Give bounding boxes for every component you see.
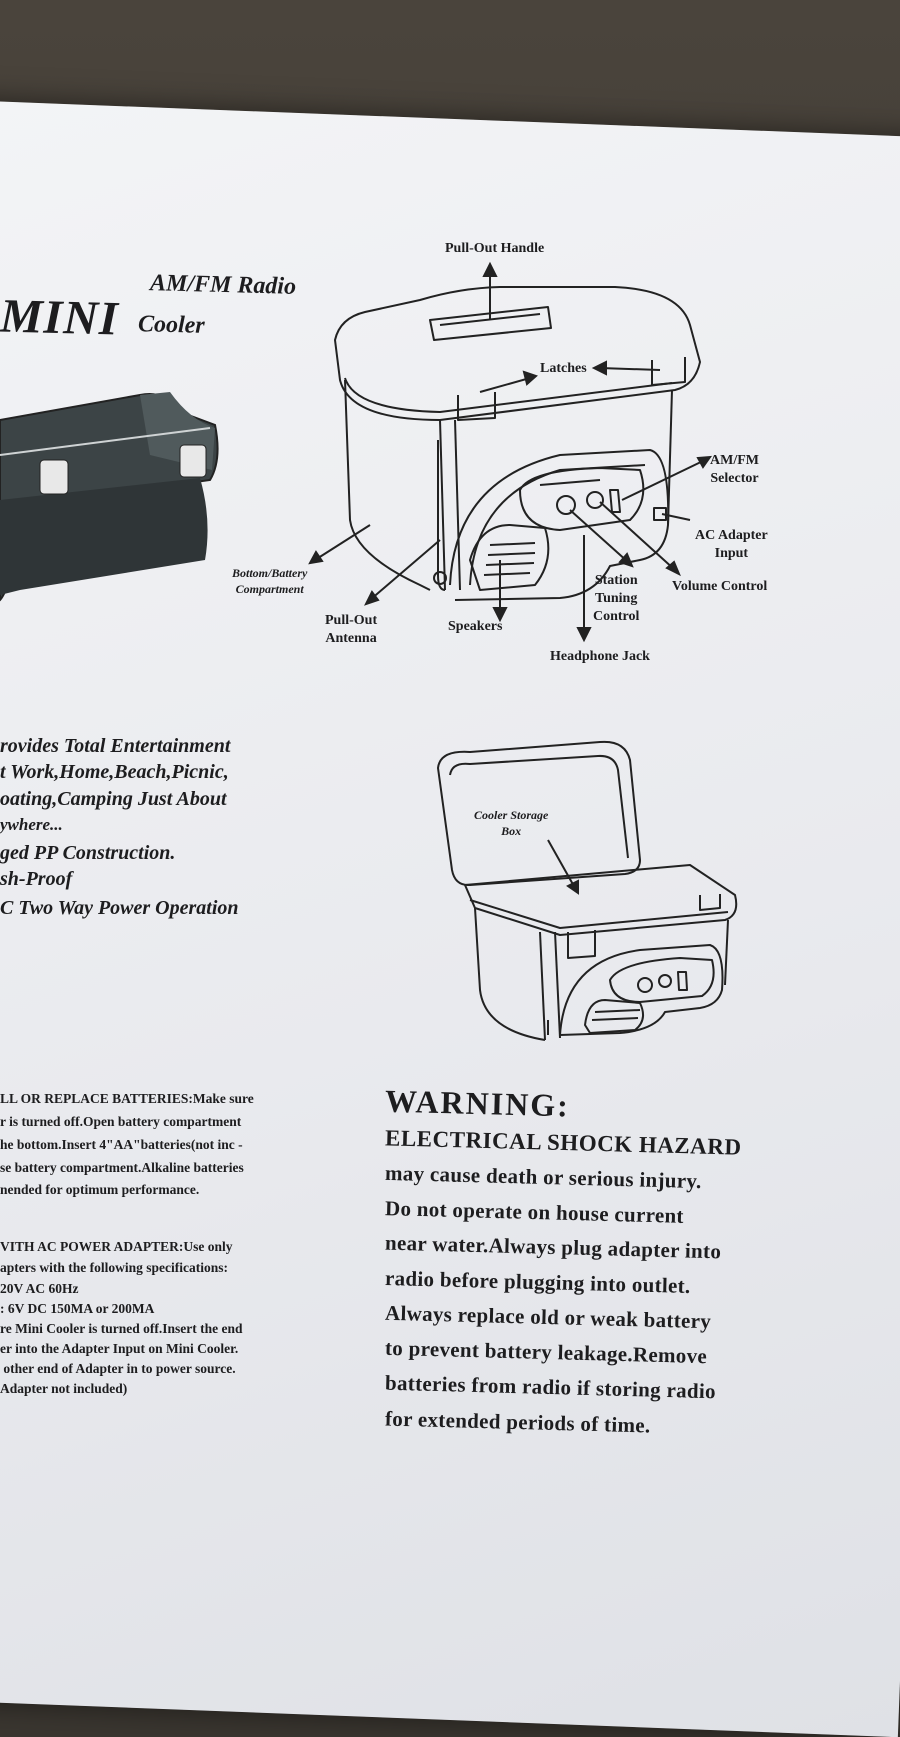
feature-line: t Work,Home,Beach,Picnic,	[0, 761, 229, 783]
adapter-instruction-line: er into the Adapter Input on Mini Cooler…	[0, 1341, 239, 1356]
battery-instruction-line: nended for optimum performance.	[0, 1182, 200, 1197]
feature-line: oating,Camping Just About	[0, 788, 227, 810]
label-bottom-battery-compartment: Bottom/Battery Compartment	[232, 566, 308, 596]
label-volume-control: Volume Control	[672, 579, 768, 594]
adapter-instruction-line: re Mini Cooler is turned off.Insert the …	[0, 1321, 243, 1336]
adapter-instruction-line: apters with the following specifications…	[0, 1260, 228, 1275]
adapter-instruction-line: : 6V DC 150MA or 200MA	[0, 1301, 155, 1316]
label-pull-out-handle: Pull-Out Handle	[445, 241, 545, 256]
label-ac-adapter-input: AC Adapter Input	[695, 528, 768, 562]
label-speakers: Speakers	[448, 619, 503, 634]
label-latches: Latches	[540, 361, 587, 376]
battery-instruction-line: se battery compartment.Alkaline batterie…	[0, 1160, 244, 1175]
cooler-storage-diagram	[437, 740, 738, 1041]
label-pull-out-antenna: Pull-Out Antenna	[325, 613, 378, 647]
label-cooler-storage-box: Cooler Storage Box	[474, 808, 549, 838]
battery-instruction-line: LL OR REPLACE BATTERIES:Make sure	[0, 1091, 254, 1106]
feature-line: C Two Way Power Operation	[0, 897, 239, 919]
sheet-content: MINI AM/FM Radio Cooler	[0, 241, 768, 1437]
product-photo	[0, 392, 219, 602]
adapter-instruction-line: other end of Adapter in to power source.	[0, 1361, 236, 1376]
label-am-fm-selector: AM/FM Selector	[710, 453, 759, 487]
feature-line: sh-Proof	[0, 868, 73, 890]
feature-line: ywhere...	[0, 815, 63, 834]
battery-instruction-line: he bottom.Insert 4"AA"batteries(not inc …	[0, 1137, 243, 1152]
label-headphone-jack: Headphone Jack	[550, 649, 650, 664]
label-station-tuning-control: Station Tuning Control	[593, 573, 640, 625]
cooler-radio-diagram	[308, 261, 713, 643]
adapter-instruction-line: Adapter not included)	[0, 1381, 128, 1396]
feature-line: ged PP Construction.	[0, 842, 176, 864]
warning-heading: WARNING:	[384, 1082, 571, 1124]
adapter-instruction-line: 20V AC 60Hz	[0, 1281, 79, 1296]
battery-instruction-line: r is turned off.Open battery compartment	[0, 1114, 242, 1129]
feature-line: rovides Total Entertainment	[0, 735, 231, 757]
adapter-instruction-line: VITH AC POWER ADAPTER:Use only	[0, 1239, 233, 1254]
